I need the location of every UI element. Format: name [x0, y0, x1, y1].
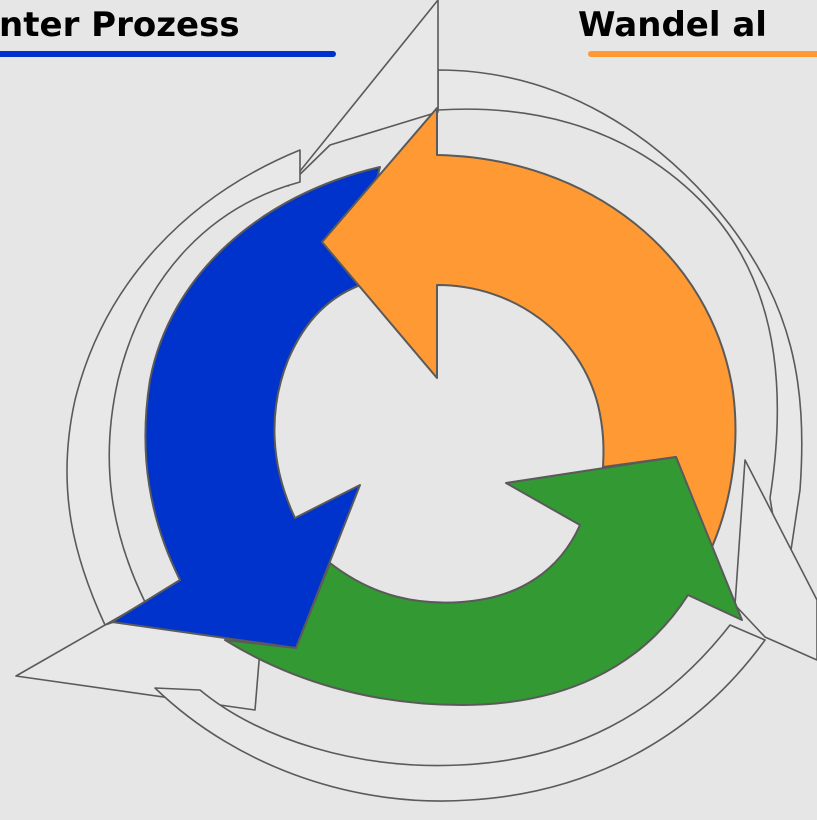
outline-arc-bottom: [154, 624, 766, 802]
outline-arrowhead-right: [734, 459, 817, 661]
outline-arrowhead-top: [287, 0, 439, 187]
green-cycle-arrow: [224, 456, 743, 706]
outline-arc-top-right: [437, 69, 803, 591]
heading-left: enter Prozess: [0, 5, 240, 45]
heading-right: Wandel al: [578, 5, 767, 45]
orange-cycle-arrow: [321, 107, 737, 548]
